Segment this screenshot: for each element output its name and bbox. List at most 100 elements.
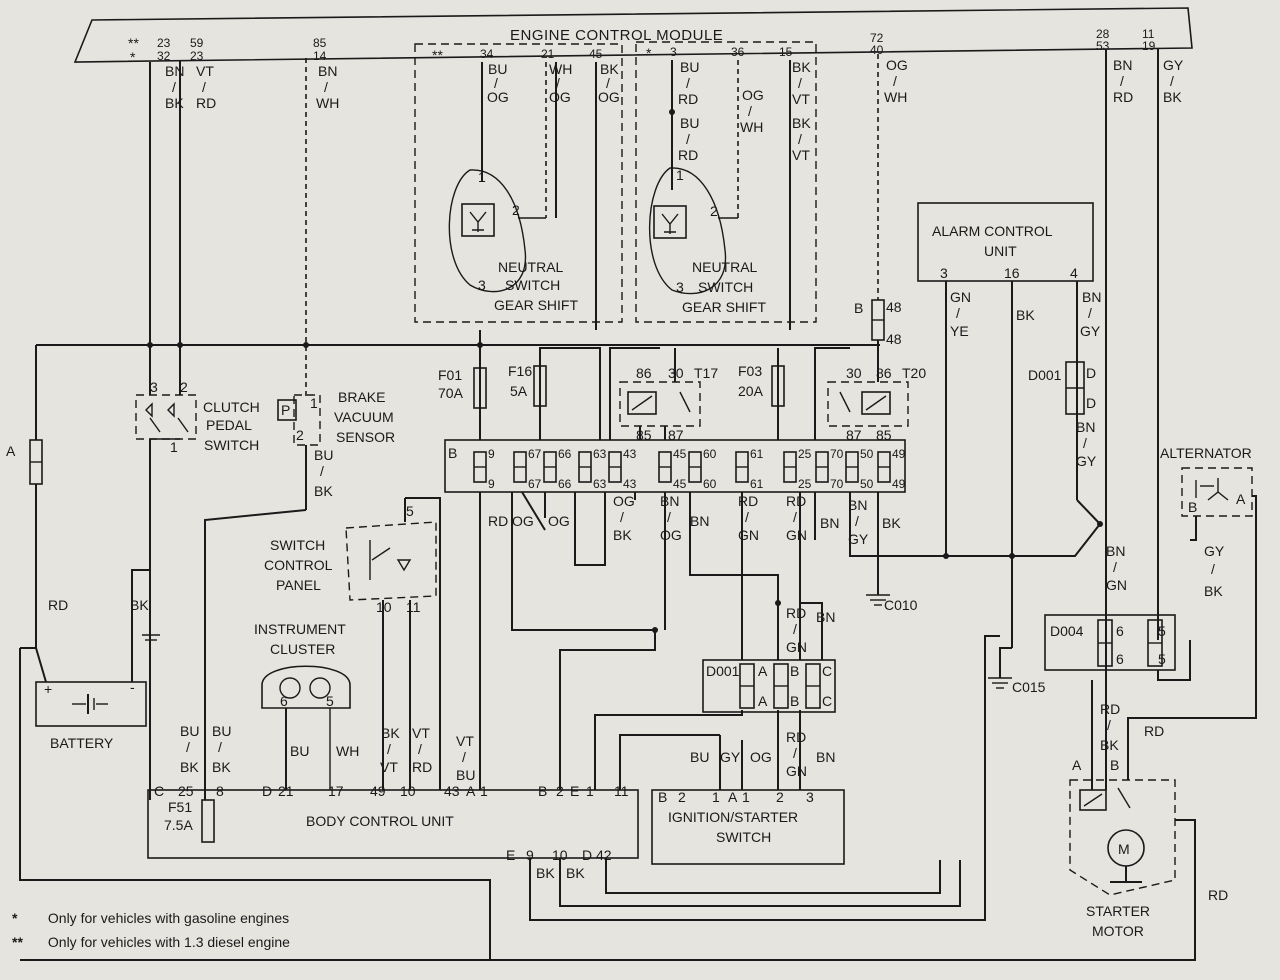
mark-double-2: **	[432, 47, 443, 63]
svg-text:1: 1	[676, 167, 684, 183]
wire-label-bn-rd: BN / RD	[1113, 57, 1133, 105]
svg-text:C: C	[154, 783, 164, 799]
svg-text:/: /	[1107, 717, 1111, 733]
svg-text:BN: BN	[1082, 289, 1101, 305]
svg-text:1: 1	[586, 783, 594, 799]
wire-label-rd-battery: RD	[48, 597, 68, 613]
pin-53: 53	[1096, 39, 1110, 53]
svg-text:RD: RD	[488, 513, 508, 529]
svg-text:BU: BU	[212, 723, 231, 739]
neutral-label-1a: NEUTRAL	[498, 259, 564, 275]
svg-text:/: /	[793, 509, 797, 525]
svg-text:C010: C010	[884, 597, 918, 613]
pin-36: 36	[731, 45, 745, 59]
wire-label-rd-gn-2: RD/GN	[786, 493, 807, 543]
svg-text:BATTERY: BATTERY	[50, 735, 114, 751]
svg-text:WH: WH	[740, 119, 763, 135]
svg-text:B: B	[1188, 499, 1197, 515]
svg-text:WH: WH	[549, 61, 572, 77]
svg-text:48: 48	[886, 299, 902, 315]
svg-text:OG: OG	[660, 527, 682, 543]
brake-label-3: SENSOR	[336, 429, 395, 445]
svg-text:9: 9	[488, 447, 495, 461]
svg-text:/: /	[798, 75, 802, 91]
svg-text:5: 5	[406, 503, 414, 519]
wire-label-og-wh: OG / WH	[884, 57, 908, 105]
svg-text:BK: BK	[381, 725, 400, 741]
svg-text:63: 63	[593, 447, 607, 461]
svg-text:49: 49	[892, 477, 906, 491]
svg-text:BK: BK	[1204, 583, 1223, 599]
svg-text:11: 11	[406, 599, 421, 615]
svg-text:GY: GY	[720, 749, 741, 765]
svg-text:3: 3	[150, 379, 158, 395]
svg-text:T20: T20	[902, 365, 926, 381]
svg-text:66: 66	[558, 447, 572, 461]
svg-text:3: 3	[478, 277, 486, 293]
engine-control-module: ENGINE CONTROL MODULE	[73, 7, 1193, 63]
svg-text:BN: BN	[816, 749, 835, 765]
svg-text:VT: VT	[456, 733, 474, 749]
svg-text:WH: WH	[336, 743, 359, 759]
svg-text:F51: F51	[168, 799, 192, 815]
footnote-gasoline: * Only for vehicles with gasoline engine…	[12, 910, 290, 926]
svg-text:OG: OG	[613, 493, 635, 509]
diode-d001-bottom: D001 AA BB CC	[702, 659, 836, 713]
svg-text:/: /	[1211, 561, 1215, 577]
instrument-cluster: INSTRUMENT CLUSTER 6 5 BU WH	[254, 621, 359, 790]
svg-text:VT: VT	[380, 759, 398, 775]
svg-text:D: D	[1086, 395, 1096, 411]
svg-text:49: 49	[370, 783, 386, 799]
svg-text:RD: RD	[786, 605, 806, 621]
svg-text:7.5A: 7.5A	[164, 817, 193, 833]
svg-text:D: D	[582, 847, 592, 863]
svg-text:RD: RD	[1100, 701, 1120, 717]
svg-text:BK: BK	[792, 59, 811, 75]
wire-label-bu-og: BU / OG	[487, 61, 509, 105]
svg-text:B: B	[1110, 757, 1119, 773]
svg-text:T17: T17	[694, 365, 718, 381]
pin-19: 19	[1142, 39, 1156, 53]
svg-text:-: -	[130, 679, 135, 695]
pin-11: 11	[1142, 27, 1155, 41]
svg-text:BK: BK	[165, 95, 184, 111]
svg-text:1: 1	[480, 783, 488, 799]
svg-text:VT: VT	[792, 147, 810, 163]
svg-text:/: /	[793, 621, 797, 637]
svg-text:/: /	[320, 463, 324, 479]
wire-label-gy-bk-2: GY/BK	[1204, 543, 1225, 599]
svg-text:A: A	[1072, 757, 1082, 773]
svg-text:C015: C015	[1012, 679, 1046, 695]
svg-text:60: 60	[703, 447, 717, 461]
svg-text:BK: BK	[600, 61, 619, 77]
pin-23: 23	[157, 36, 171, 50]
wire-label-og-bk: OG/BK	[613, 493, 635, 543]
svg-text:2: 2	[180, 379, 188, 395]
neutral-label-1c: GEAR SHIFT	[494, 297, 578, 313]
svg-text:+: +	[44, 681, 52, 697]
svg-text:42: 42	[596, 847, 612, 863]
svg-text:MOTOR: MOTOR	[1092, 923, 1144, 939]
svg-text:VT: VT	[412, 725, 430, 741]
fuse-f01: F01 70A	[438, 330, 487, 440]
svg-text:BK: BK	[1163, 89, 1182, 105]
svg-text:M: M	[1118, 841, 1130, 857]
svg-text:21: 21	[278, 783, 294, 799]
pin-59: 59	[190, 36, 204, 50]
svg-text:B: B	[658, 789, 667, 805]
svg-text:45: 45	[673, 447, 687, 461]
svg-text:3: 3	[940, 265, 948, 281]
svg-text:25: 25	[178, 783, 194, 799]
fuse-f16: F16 5A	[508, 347, 601, 440]
svg-text:A: A	[466, 783, 476, 799]
svg-text:60: 60	[703, 477, 717, 491]
svg-text:GN: GN	[738, 527, 759, 543]
svg-text:OG: OG	[886, 57, 908, 73]
pin-45: 45	[589, 47, 603, 61]
